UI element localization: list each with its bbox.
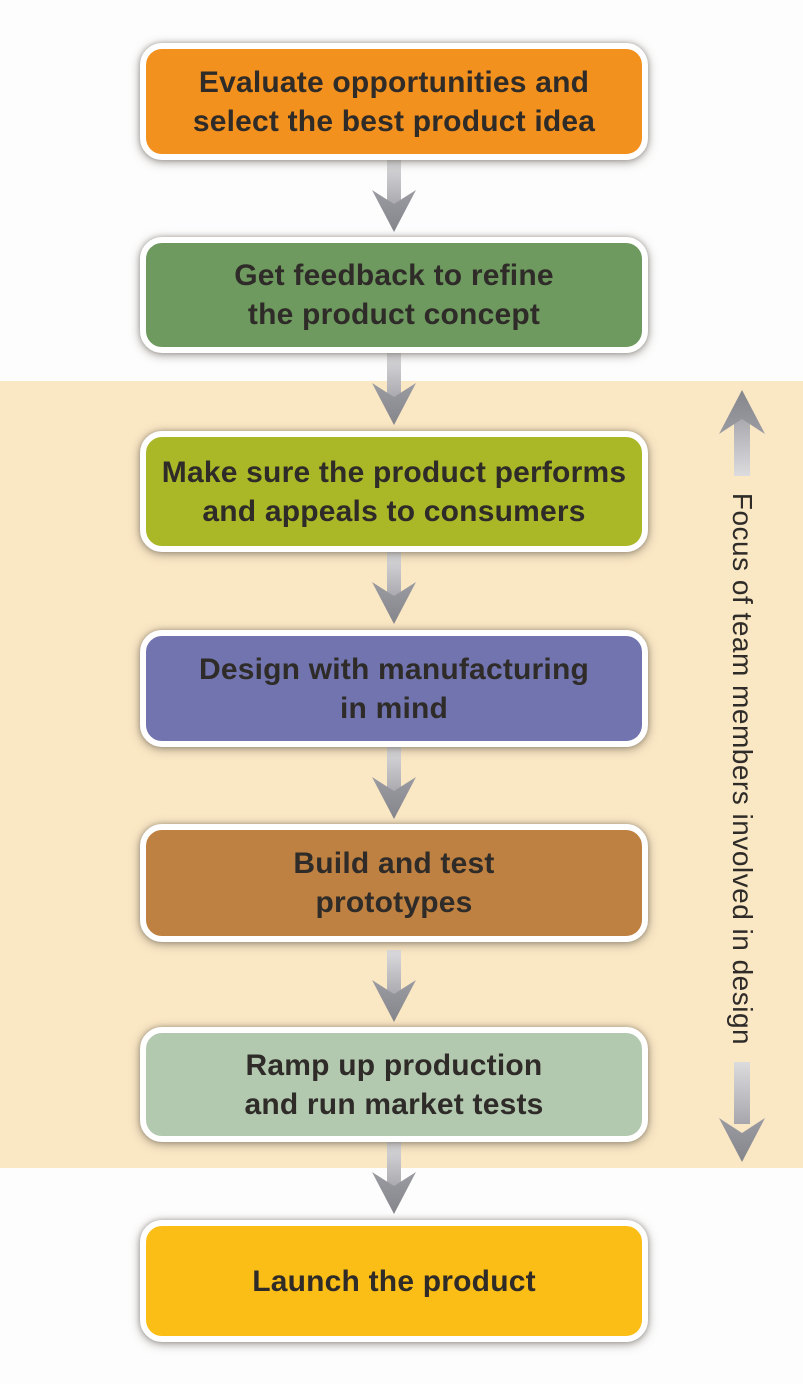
step-design-for-manufacturing: Design with manufacturing in mind: [140, 630, 648, 747]
down-arrow-icon: [372, 747, 416, 819]
down-arrow-icon: [719, 1062, 765, 1162]
step-label: Evaluate opportunities and select the be…: [192, 65, 596, 138]
down-arrow-icon: [372, 950, 416, 1022]
down-arrow-icon: [372, 1142, 416, 1214]
down-arrow-icon: [372, 552, 416, 624]
step-product-performs: Make sure the product performs and appea…: [140, 431, 648, 552]
design-focus-label: Focus of team members involved in design: [727, 492, 758, 1046]
step-label: Launch the product: [252, 1264, 536, 1298]
down-arrow-icon: [372, 160, 416, 232]
step-label: Make sure the product performs and appea…: [161, 455, 627, 528]
step-evaluate-opportunities: Evaluate opportunities and select the be…: [140, 43, 648, 160]
step-label: Build and test prototypes: [293, 847, 495, 919]
step-label: Get feedback to refine the product conce…: [234, 259, 554, 331]
step-label: Ramp up production and run market tests: [244, 1048, 544, 1121]
down-arrow-icon: [372, 353, 416, 425]
step-launch-product: Launch the product: [140, 1220, 648, 1342]
up-arrow-icon: [719, 390, 765, 476]
step-label: Design with manufacturing in mind: [198, 652, 590, 725]
step-build-test-prototypes: Build and test prototypes: [140, 824, 648, 942]
step-ramp-up-production: Ramp up production and run market tests: [140, 1027, 648, 1142]
step-get-feedback: Get feedback to refine the product conce…: [140, 237, 648, 353]
